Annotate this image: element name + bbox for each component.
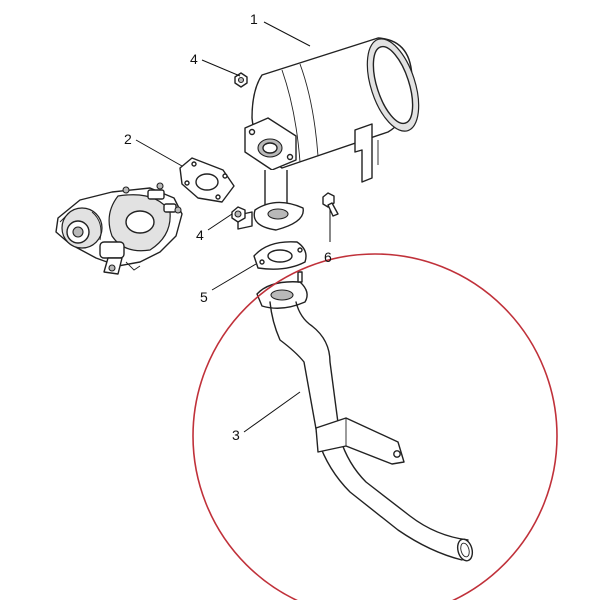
bolt-part-6 — [322, 192, 339, 217]
leader-lines — [135, 21, 331, 433]
callout-4-lower: 4 — [196, 227, 204, 243]
nut-part-4-top — [234, 72, 248, 88]
gasket-part-5 — [253, 241, 307, 270]
nut-part-4-lower — [231, 206, 246, 223]
gasket-part-2 — [179, 157, 235, 203]
callout-5: 5 — [200, 289, 208, 305]
turbocharger — [55, 182, 183, 275]
exhaust-pipe-part-3 — [256, 271, 474, 562]
callout-6: 6 — [324, 249, 332, 265]
muffler-part-1 — [237, 37, 420, 231]
callout-1: 1 — [250, 11, 258, 27]
highlight-circle — [192, 253, 558, 600]
callout-4-top: 4 — [190, 51, 198, 67]
callout-2: 2 — [124, 131, 132, 147]
callout-3: 3 — [232, 427, 240, 443]
